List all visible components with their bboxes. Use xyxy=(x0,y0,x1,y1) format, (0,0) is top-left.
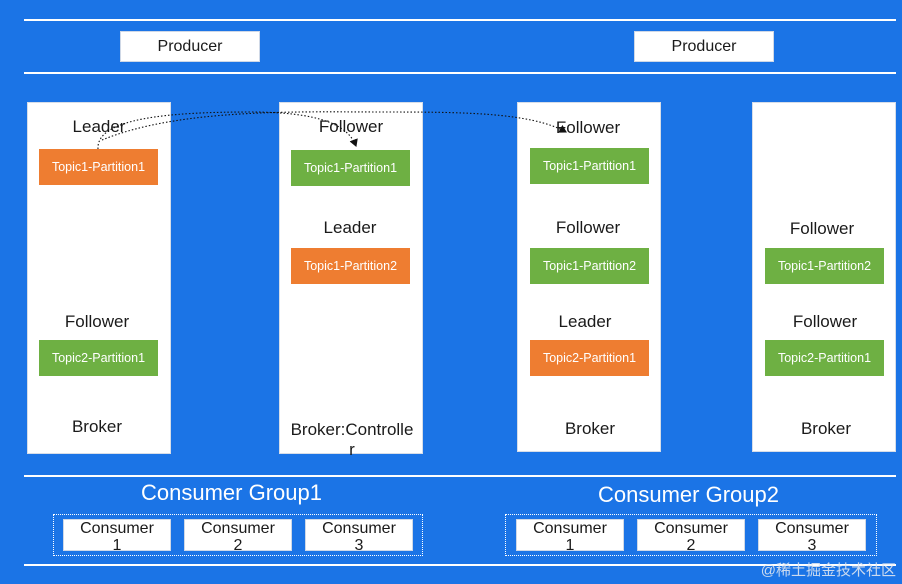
broker-4-topic1-partition2: Topic1-Partition2 xyxy=(765,248,884,284)
broker-3-label: Broker xyxy=(564,419,616,438)
consumer-label: Consumer xyxy=(322,520,396,537)
consumer-number: 2 xyxy=(686,537,696,551)
consumer-number: 1 xyxy=(565,537,575,551)
consumer-group-2-consumer-2: Consumer 2 xyxy=(637,519,745,551)
divider-top xyxy=(24,19,896,21)
broker-3-role-follower-2: Follower xyxy=(555,218,621,237)
consumer-group-1-consumer-3: Consumer 3 xyxy=(305,519,413,551)
consumer-number: 2 xyxy=(233,537,243,551)
consumer-label: Consumer xyxy=(533,520,607,537)
consumer-group-2-frame xyxy=(505,514,877,556)
broker-1-topic1-partition1: Topic1-Partition1 xyxy=(39,149,158,185)
consumer-label: Consumer xyxy=(80,520,154,537)
broker-3-topic1-partition2: Topic1-Partition2 xyxy=(530,248,649,284)
broker-3-topic1-partition1: Topic1-Partition1 xyxy=(530,148,649,184)
broker-4-topic2-partition1: Topic2-Partition1 xyxy=(765,340,884,376)
consumer-number: 3 xyxy=(354,537,364,551)
site-watermark: @稀土掘金技术社区 xyxy=(760,562,896,579)
producer-label: Producer xyxy=(157,37,223,55)
consumer-label: Consumer xyxy=(654,520,728,537)
divider-producers xyxy=(24,72,896,74)
producer-box-2: Producer xyxy=(634,31,774,62)
producer-label: Producer xyxy=(671,37,737,55)
consumer-group-2-title: Consumer Group2 xyxy=(598,482,779,507)
broker-1-role-follower: Follower xyxy=(64,312,130,331)
divider-bottom xyxy=(24,564,896,566)
broker-3-role-follower-1: Follower xyxy=(555,118,621,137)
broker-1-label: Broker xyxy=(71,417,123,436)
broker-4-role-follower-2: Follower xyxy=(792,312,858,331)
consumer-label: Consumer xyxy=(201,520,275,537)
consumer-group-1-title: Consumer Group1 xyxy=(141,480,322,505)
broker-2-role-leader: Leader xyxy=(323,218,377,237)
consumer-number: 3 xyxy=(807,537,817,551)
consumer-group-1-consumer-2: Consumer 2 xyxy=(184,519,292,551)
broker-1-role-leader: Leader xyxy=(72,117,126,136)
replication-arrow-to-broker-3 xyxy=(101,111,567,141)
consumer-group-1-consumer-1: Consumer 1 xyxy=(63,519,171,551)
consumer-group-2-consumer-1: Consumer 1 xyxy=(516,519,624,551)
broker-2-topic1-partition1: Topic1-Partition1 xyxy=(291,150,410,186)
consumer-number: 1 xyxy=(112,537,122,551)
divider-consumers xyxy=(24,475,896,477)
broker-2-topic1-partition2: Topic1-Partition2 xyxy=(291,248,410,284)
consumer-group-1-frame xyxy=(53,514,423,556)
replication-arrow-to-broker-2 xyxy=(97,111,358,150)
consumer-group-2-consumer-3: Consumer 3 xyxy=(758,519,866,551)
consumer-label: Consumer xyxy=(775,520,849,537)
broker-3-role-leader: Leader xyxy=(558,312,612,331)
broker-3-topic2-partition1: Topic2-Partition1 xyxy=(530,340,649,376)
broker-1-topic2-partition1: Topic2-Partition1 xyxy=(39,340,158,376)
broker-2-label: Broker:Controller xyxy=(290,420,414,459)
broker-4-label: Broker xyxy=(800,419,852,438)
producer-box-1: Producer xyxy=(120,31,260,62)
broker-4-role-follower-1: Follower xyxy=(789,219,855,238)
broker-2-role-follower: Follower xyxy=(318,117,384,136)
